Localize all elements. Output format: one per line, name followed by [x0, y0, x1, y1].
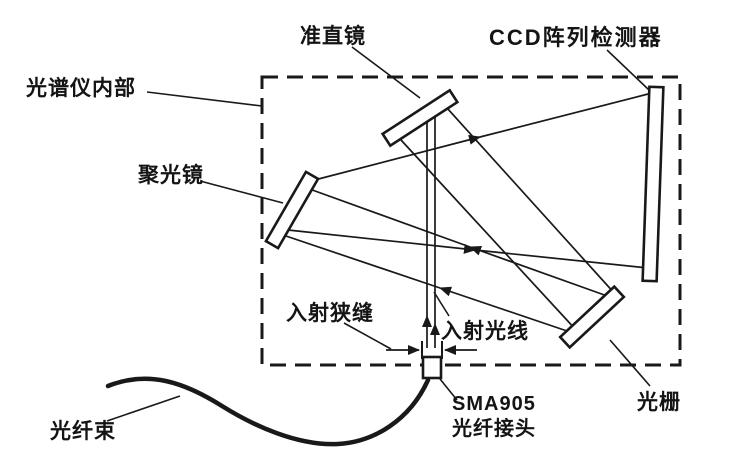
label-enclosure: 光谱仪内部 — [26, 77, 136, 100]
label-focusing-mirror: 聚光镜 — [138, 164, 204, 187]
label-collimating-mirror: 准直镜 — [300, 25, 366, 48]
enclosure-box — [260, 75, 682, 367]
label-sma905-model: SMA905 — [452, 393, 536, 415]
focusing-mirror-shape — [264, 170, 320, 250]
leader-entrance-slit — [343, 322, 392, 350]
beam-collimator-to-grating — [400, 107, 617, 332]
leader-fiber-bundle — [106, 395, 181, 422]
label-ccd-detector: CCD阵列检测器 — [489, 25, 663, 50]
label-sma905-type: 光纤接头 — [452, 418, 536, 440]
leader-ccd — [606, 49, 650, 91]
beam-focusing-mirror-to-ccd — [287, 93, 649, 269]
collimating-mirror-shape — [380, 88, 460, 148]
label-fiber-bundle: 光纤束 — [50, 420, 116, 443]
label-entrance-slit: 入射狭缝 — [286, 302, 374, 325]
grating-shape — [558, 284, 626, 350]
leader-lines — [106, 46, 651, 422]
leader-sma905 — [439, 378, 458, 401]
leader-focusing-mirror — [199, 180, 284, 204]
ccd-array-shape — [641, 85, 665, 283]
beam-slit-to-collimator — [422, 108, 440, 348]
leader-collimating-mirror — [351, 46, 421, 99]
sma905-connector-shape — [421, 355, 443, 380]
leader-enclosure — [146, 91, 263, 107]
label-incident-ray: 入射光线 — [441, 320, 529, 343]
label-sma905-connector: SMA905 光纤接头 — [452, 392, 536, 442]
fiber-bundle-curve — [105, 376, 431, 447]
leader-grating — [609, 339, 651, 387]
label-grating: 光栅 — [637, 391, 681, 414]
leader-incident-ray — [433, 291, 450, 317]
